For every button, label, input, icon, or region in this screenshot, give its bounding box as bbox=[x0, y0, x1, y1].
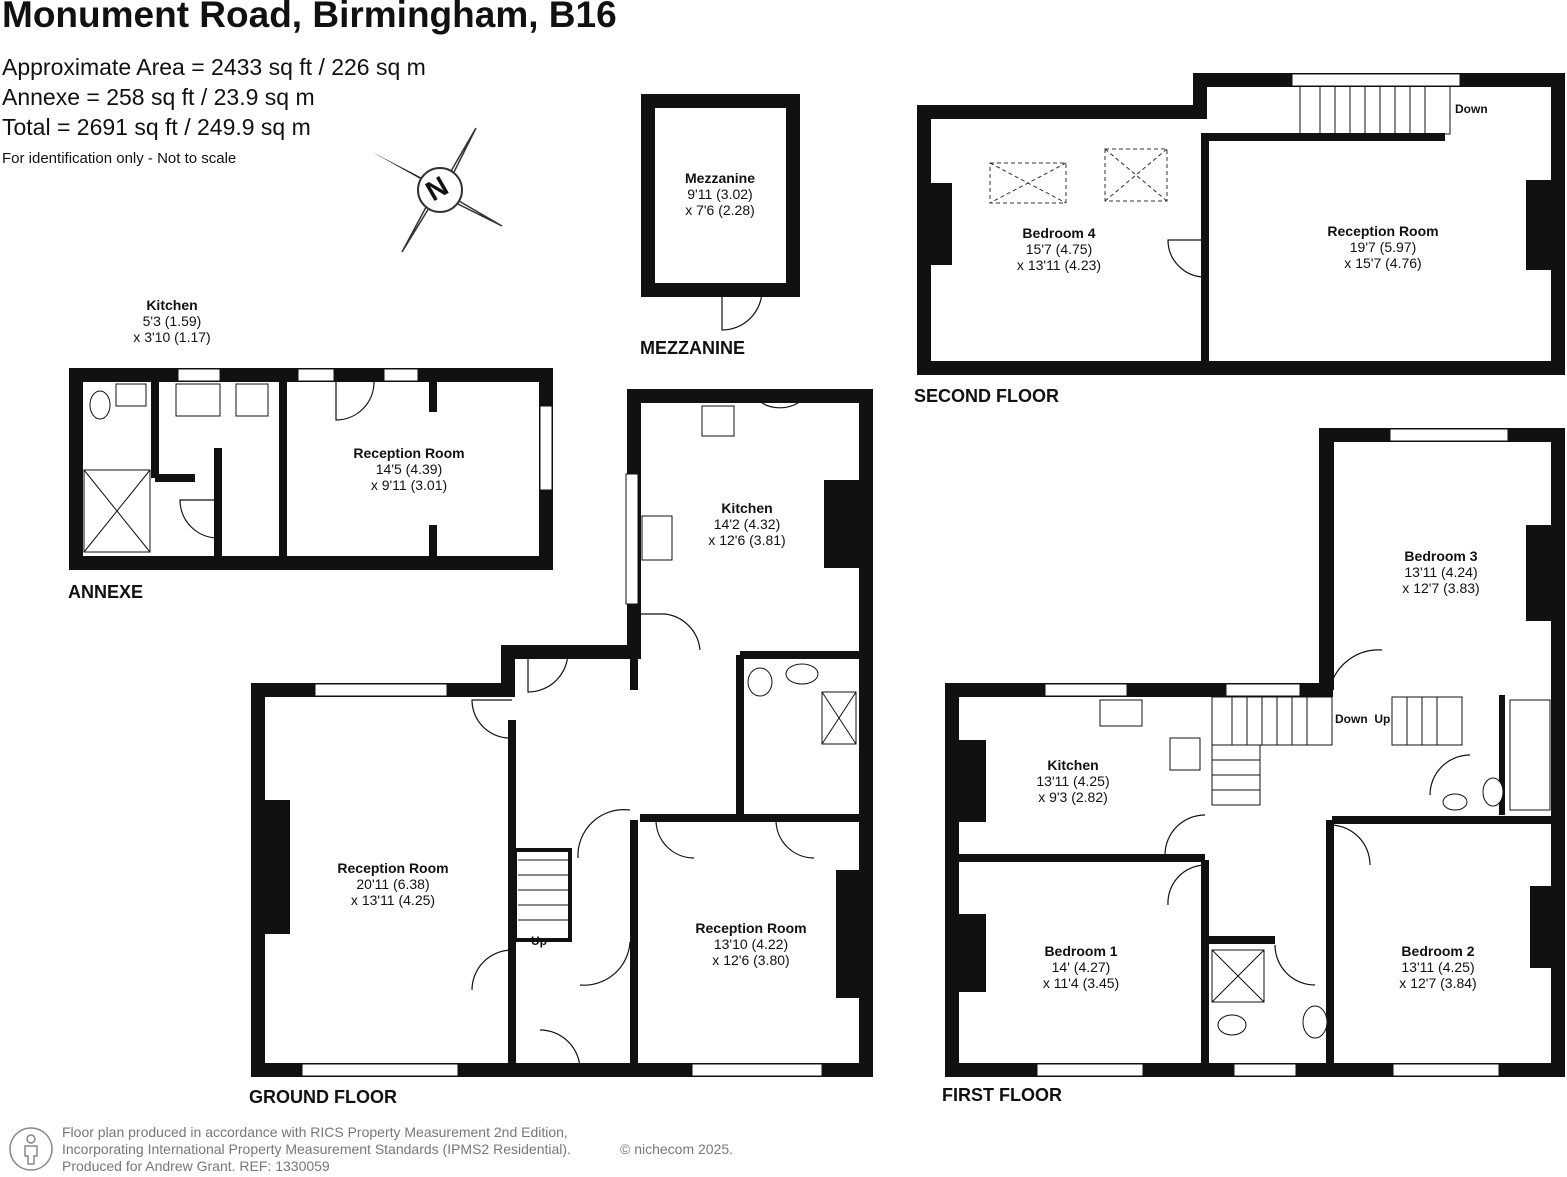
person-logo-icon bbox=[9, 1127, 53, 1171]
page-title: Monument Road, Birmingham, B16 bbox=[2, 0, 617, 35]
room-dim: 13'11 (4.24) bbox=[1404, 564, 1478, 580]
room-dim: x 12'6 (3.81) bbox=[708, 532, 786, 548]
area-total: Total = 2691 sq ft / 249.9 sq m bbox=[2, 114, 311, 140]
copyright: © nichecom 2025. bbox=[620, 1141, 734, 1157]
room-dim: 14'2 (4.32) bbox=[713, 516, 781, 532]
room-name: Kitchen bbox=[721, 500, 773, 516]
room-dim: x 11'4 (3.45) bbox=[1042, 975, 1120, 991]
compass-icon bbox=[372, 127, 503, 253]
room-reception-second: Reception Room 19'7 (5.97) x 15'7 (4.76) bbox=[1327, 223, 1438, 271]
room-name: Bedroom 2 bbox=[1401, 943, 1475, 959]
room-dim: x 13'11 (4.25) bbox=[350, 892, 436, 908]
area-annexe: Annexe = 258 sq ft / 23.9 sq m bbox=[2, 84, 315, 110]
room-annexe-reception: Reception Room 14'5 (4.39) x 9'11 (3.01) bbox=[353, 445, 464, 493]
room-dim: 9'11 (3.02) bbox=[687, 186, 753, 202]
room-dim: 20'11 (6.38) bbox=[356, 876, 430, 892]
floor-label-mezzanine: MEZZANINE bbox=[640, 338, 745, 358]
room-dim: x 12'7 (3.83) bbox=[1402, 580, 1480, 596]
room-ground-reception-small: Reception Room 13'10 (4.22) x 12'6 (3.80… bbox=[695, 920, 806, 968]
footer-line: Incorporating International Property Mea… bbox=[62, 1141, 571, 1157]
room-dim: x 15'7 (4.76) bbox=[1344, 255, 1422, 271]
room-dim: 5'3 (1.59) bbox=[142, 313, 202, 329]
room-dim: x 13'11 (4.23) bbox=[1016, 257, 1102, 273]
room-bedroom-3: Bedroom 3 13'11 (4.24) x 12'7 (3.83) bbox=[1402, 548, 1479, 596]
scale-note: For identification only - Not to scale bbox=[2, 150, 237, 167]
stair-down-label: Down bbox=[1455, 102, 1488, 116]
room-dim: x 9'3 (2.82) bbox=[1038, 789, 1108, 805]
floor-label-first: FIRST FLOOR bbox=[942, 1085, 1062, 1105]
area-approx: Approximate Area = 2433 sq ft / 226 sq m bbox=[2, 54, 426, 80]
room-name: Reception Room bbox=[353, 445, 465, 461]
floor-label-ground: GROUND FLOOR bbox=[249, 1087, 397, 1107]
room-dim: 14'5 (4.39) bbox=[375, 461, 443, 477]
room-dim: 14' (4.27) bbox=[1051, 959, 1111, 975]
room-dim: x 7'6 (2.28) bbox=[685, 202, 755, 218]
floor-label-second: SECOND FLOOR bbox=[914, 386, 1060, 406]
room-name: Bedroom 3 bbox=[1404, 548, 1478, 564]
room-dim: x 12'6 (3.80) bbox=[712, 952, 790, 968]
floor-label-annexe: ANNEXE bbox=[68, 582, 144, 602]
room-dim: 13'11 (4.25) bbox=[1401, 959, 1475, 975]
footer-text: Floor plan produced in accordance with R… bbox=[62, 1124, 571, 1175]
room-name: Kitchen bbox=[1047, 757, 1099, 773]
stair-up-label: Up bbox=[531, 934, 547, 948]
room-ground-reception-large: Reception Room 20'11 (6.38) x 13'11 (4.2… bbox=[337, 860, 448, 908]
stair-down-up-label: Down Up bbox=[1335, 712, 1391, 726]
room-dim: x 3'10 (1.17) bbox=[133, 329, 211, 345]
room-name: Reception Room bbox=[695, 920, 807, 936]
room-name: Kitchen bbox=[146, 297, 198, 313]
room-dim: 13'10 (4.22) bbox=[713, 936, 789, 952]
room-dim: x 9'11 (3.01) bbox=[370, 477, 448, 493]
room-annexe-kitchen: Kitchen 5'3 (1.59) x 3'10 (1.17) bbox=[133, 297, 210, 345]
room-mezzanine: Mezzanine 9'11 (3.02) x 7'6 (2.28) bbox=[685, 170, 755, 218]
room-dim: 13'11 (4.25) bbox=[1036, 773, 1110, 789]
room-name: Reception Room bbox=[337, 860, 449, 876]
room-name: Bedroom 1 bbox=[1044, 943, 1118, 959]
room-dim: 15'7 (4.75) bbox=[1025, 241, 1093, 257]
footer-line: Produced for Andrew Grant. REF: 1330059 bbox=[62, 1158, 330, 1174]
room-bedroom-4: Bedroom 4 15'7 (4.75) x 13'11 (4.23) bbox=[1017, 225, 1101, 273]
room-first-kitchen: Kitchen 13'11 (4.25) x 9'3 (2.82) bbox=[1036, 757, 1109, 805]
room-ground-kitchen: Kitchen 14'2 (4.32) x 12'6 (3.81) bbox=[708, 500, 785, 548]
room-bedroom-2: Bedroom 2 13'11 (4.25) x 12'7 (3.84) bbox=[1399, 943, 1476, 991]
room-name: Reception Room bbox=[1327, 223, 1439, 239]
room-name: Bedroom 4 bbox=[1022, 225, 1096, 241]
room-bedroom-1: Bedroom 1 14' (4.27) x 11'4 (3.45) bbox=[1043, 943, 1119, 991]
room-name: Mezzanine bbox=[684, 170, 756, 186]
room-dim: x 12'7 (3.84) bbox=[1399, 975, 1477, 991]
room-dim: 19'7 (5.97) bbox=[1349, 239, 1417, 255]
footer-line: Floor plan produced in accordance with R… bbox=[62, 1124, 568, 1140]
